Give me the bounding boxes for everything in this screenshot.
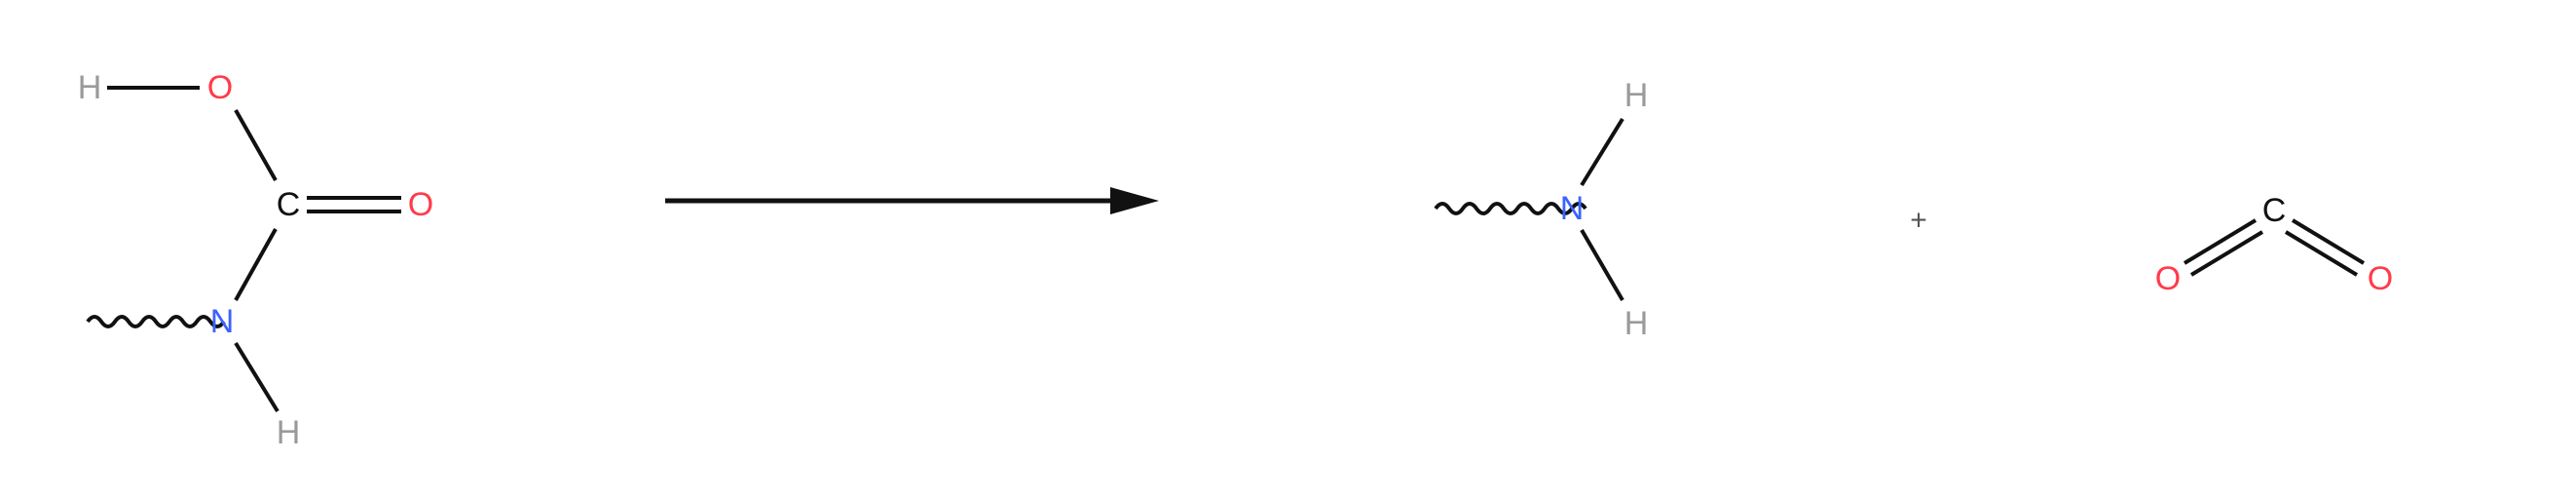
atom-o-carbonyl: O bbox=[408, 186, 433, 223]
bond-n-h bbox=[234, 341, 280, 413]
atom-c: C bbox=[2262, 192, 2287, 229]
atom-o-right: O bbox=[2368, 260, 2393, 297]
atom-n-amine: N bbox=[210, 303, 235, 340]
atom-n: N bbox=[1560, 190, 1585, 227]
atom-c-carbonyl: C bbox=[277, 186, 301, 223]
bond-c-o-right-a bbox=[2291, 218, 2366, 265]
atom-o-hydroxyl: O bbox=[207, 69, 233, 106]
atom-h-bottom: H bbox=[1624, 305, 1649, 342]
atom-o-left: O bbox=[2155, 260, 2181, 297]
plus-sign: + bbox=[1910, 205, 1927, 237]
bond-o-c bbox=[234, 109, 278, 181]
atom-h-top: H bbox=[1624, 77, 1649, 114]
reaction-arrow bbox=[665, 187, 1159, 214]
bond-n-h-bottom bbox=[1580, 228, 1624, 302]
bond-n-h-top bbox=[1580, 117, 1624, 187]
atom-h-hydroxyl: H bbox=[78, 69, 102, 106]
bond-c-o-right-b bbox=[2284, 230, 2359, 277]
bond-c-n bbox=[234, 228, 278, 301]
product-carbon-dioxide: C O O bbox=[2155, 192, 2393, 297]
reactant-carbamic-acid: H O C O N H bbox=[78, 69, 434, 451]
product-amine: N H H bbox=[1434, 77, 1649, 342]
bond-c-o-left-a bbox=[2183, 218, 2258, 265]
bond-c-o-left-b bbox=[2189, 230, 2264, 277]
wavy-attachment-bond bbox=[86, 315, 226, 328]
reaction-arrow-head bbox=[1110, 187, 1159, 214]
wavy-attachment-bond bbox=[1434, 202, 1587, 215]
atom-h-amine: H bbox=[277, 414, 301, 451]
